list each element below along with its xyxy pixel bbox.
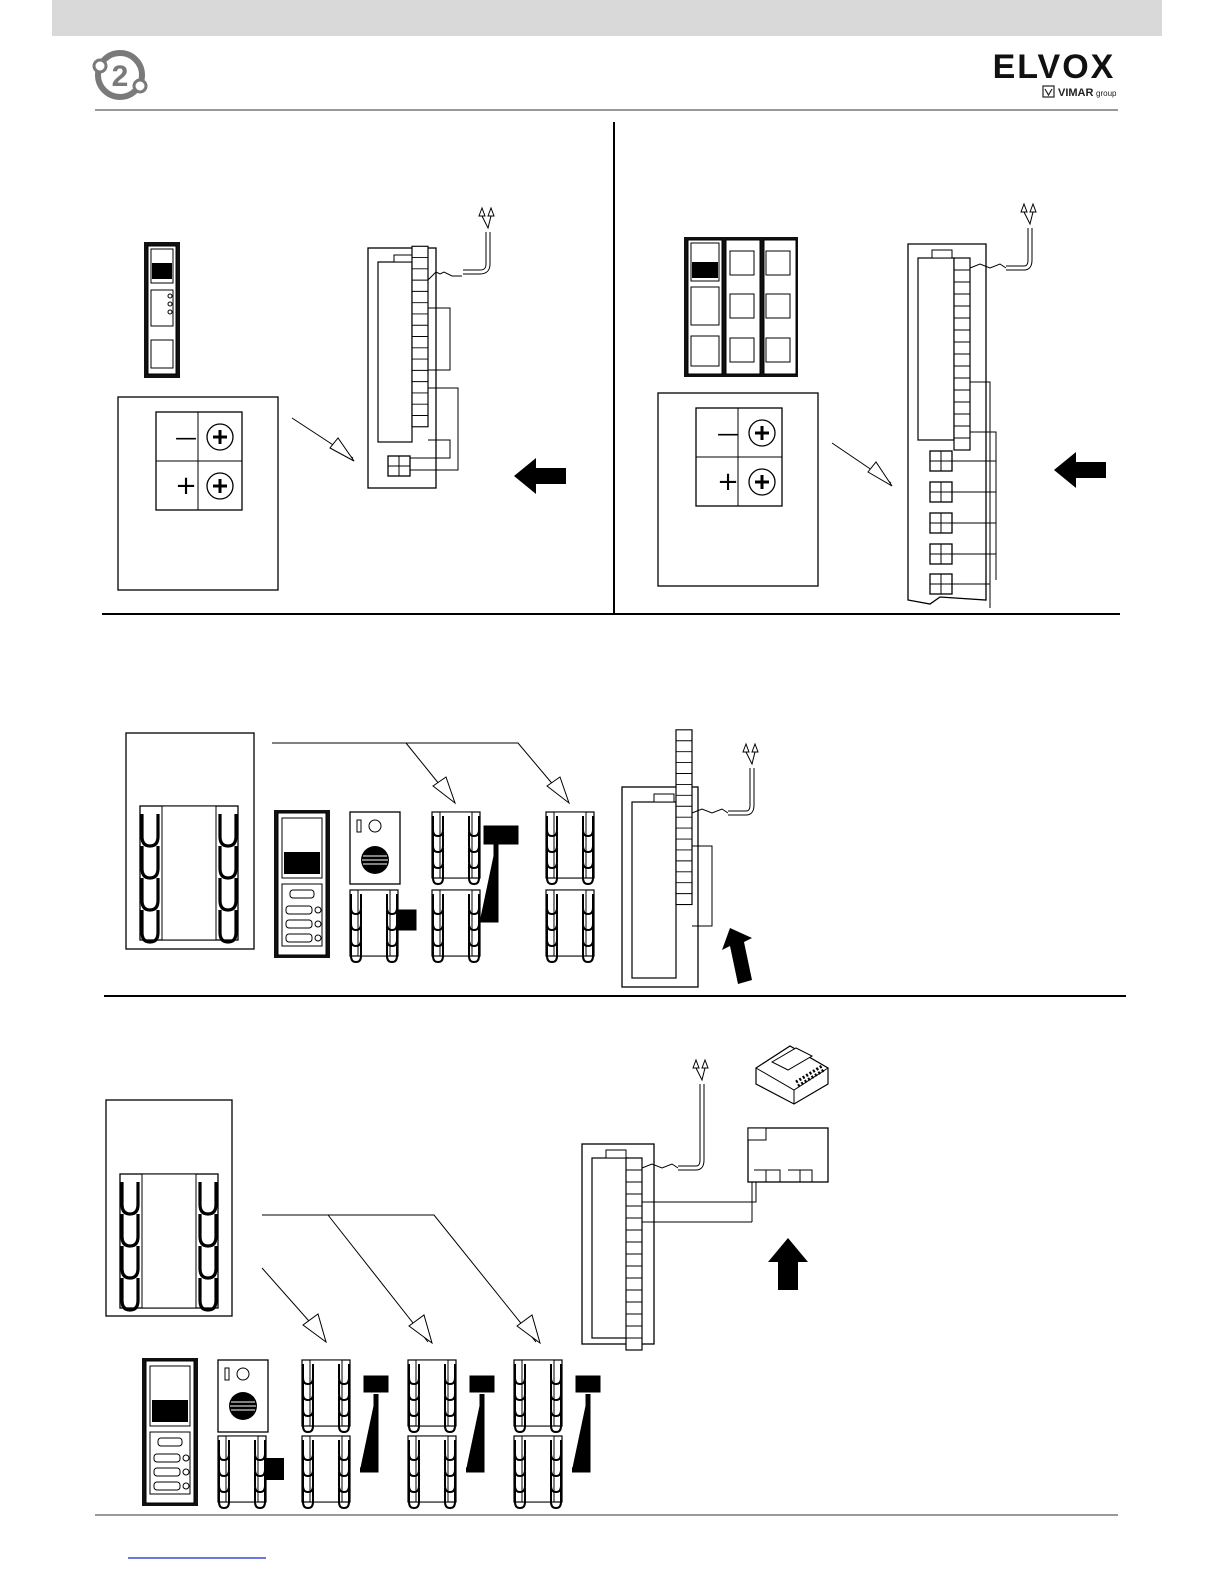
elvox-logo-icon: ELVOX	[993, 48, 1116, 86]
group-suffix: group	[1096, 89, 1117, 98]
entrance-panel	[144, 242, 180, 378]
antenna-icon-2	[1021, 204, 1036, 224]
brand-name: ELVOX	[993, 48, 1116, 86]
direction-arrow-icon-3	[722, 928, 752, 984]
din-rail-module-icon	[756, 1046, 828, 1104]
speaker-module-2	[218, 1360, 268, 1432]
speaker-module	[350, 812, 400, 884]
direction-arrow-icon-2	[1054, 452, 1106, 488]
antenna-icon-3	[743, 744, 758, 764]
system-2-logo-icon: 2	[94, 53, 146, 97]
audio-panel	[274, 810, 330, 958]
minus-label: —	[175, 426, 197, 451]
diagram-modular-panel: — +	[658, 204, 1106, 608]
system-logo-text: 2	[112, 60, 129, 93]
minus-label-2: —	[717, 422, 739, 447]
group-brand: VIMAR	[1058, 87, 1094, 99]
diagram-single-panel: — +	[118, 208, 566, 590]
plus-label-2: +	[717, 467, 739, 497]
audio-panel-2	[142, 1358, 198, 1506]
direction-arrow-icon	[514, 458, 566, 494]
antenna-icon	[479, 208, 494, 228]
diagram-power-supply	[106, 1046, 828, 1508]
antenna-icon-4	[693, 1060, 708, 1080]
power-supply-unit	[642, 1128, 828, 1222]
vimar-logo-icon: VIMAR group	[1043, 86, 1117, 99]
modular-entrance-panel	[684, 237, 798, 377]
direction-arrow-icon-4	[768, 1238, 808, 1290]
plus-label: +	[175, 471, 197, 501]
diagram-module-chain	[126, 730, 758, 987]
